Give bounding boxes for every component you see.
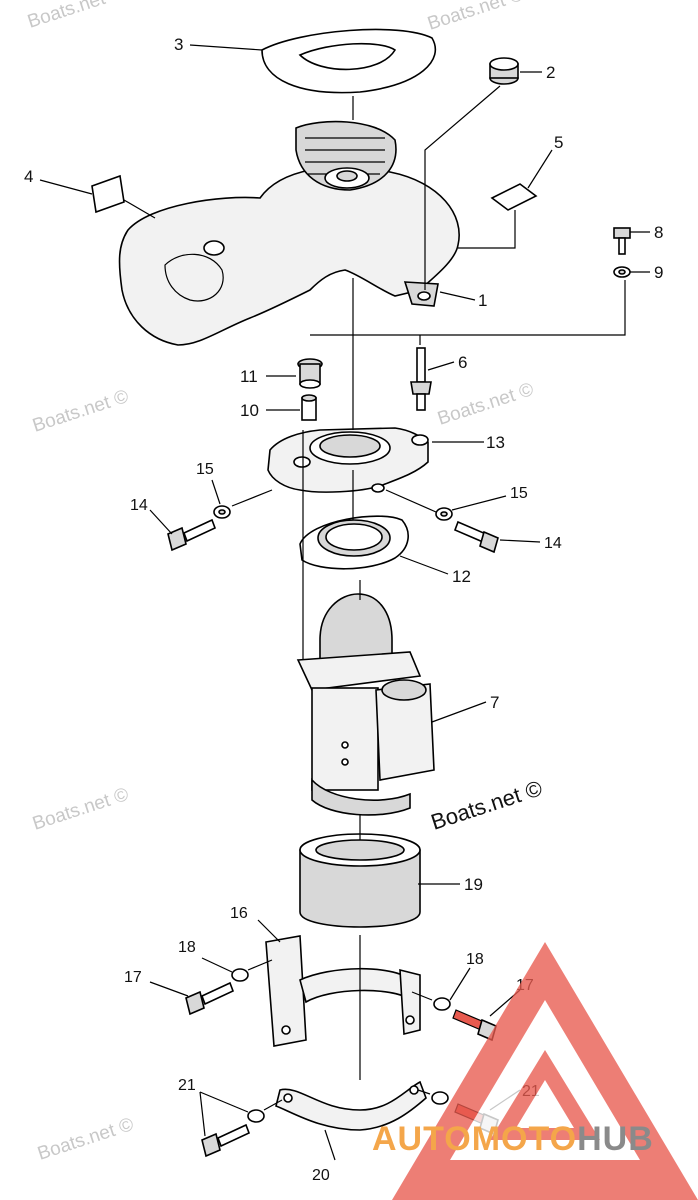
callout-10: 10 [240,401,259,420]
callout-20: 20 [312,1167,330,1184]
part-20-strap [275,1080,427,1131]
credit-text: Boats.net © [428,775,545,834]
watermark: Boats.net © [30,386,131,437]
part-17-bolt-right [452,1009,497,1042]
watermark: Boats.net © [25,0,126,33]
part-14-bolt-left [167,518,217,552]
callout-15-left: 15 [196,461,214,478]
logo-text-moto: MOTO [472,1120,577,1158]
part-21-bolt-left [201,1123,251,1158]
part-5-decal [490,183,538,211]
part-21-washer-right [431,1091,449,1105]
part-13-bracket [267,427,429,493]
part-2-grommet [489,57,519,85]
callout-17-left: 17 [124,969,142,986]
watermark: Boats.net © [30,784,131,835]
callout-1: 1 [478,291,487,310]
callout-8: 8 [654,223,663,242]
part-4-decal [91,174,125,214]
part-11-bushing [297,358,323,389]
callout-2: 2 [546,63,555,82]
part-18-washer-right [433,997,451,1011]
part-17-bolt-left [185,981,235,1016]
part-12-gasket [299,515,409,570]
assembly-lines [123,85,626,1111]
callout-7: 7 [490,693,499,712]
part-15-washer-left [213,505,231,519]
callout-15-right: 15 [510,485,528,502]
watermark: Boats.net © [435,379,536,430]
part-19-collar [299,833,421,928]
logo-text-hub: HUB [577,1120,654,1158]
part-10-sleeve [301,394,317,421]
svg-text:AUTOMOTOHUB: AUTOMOTOHUB [372,1120,654,1158]
callout-21-left: 21 [178,1077,196,1094]
part-3-decal [261,28,437,94]
logo-text-auto: AUTO [372,1120,472,1158]
part-9-washer [613,266,631,278]
callout-18-right: 18 [466,951,484,968]
callout-18-left: 18 [178,939,196,956]
part-16-strap [265,935,421,1047]
callout-14-right: 14 [544,535,562,552]
callout-3: 3 [174,35,183,54]
part-18-washer-left [231,968,249,982]
callout-13: 13 [486,433,505,452]
callout-9: 9 [654,263,663,282]
part-1-cover [118,120,460,346]
callout-5: 5 [554,133,563,152]
part-7-starter-motor [296,593,435,816]
callout-12: 12 [452,567,471,586]
callout-6: 6 [458,353,467,372]
callout-16: 16 [230,905,248,922]
callout-14-left: 14 [130,497,148,514]
watermark: Boats.net © [425,0,526,35]
part-6-stud [410,347,432,411]
part-14-bolt-right [453,520,499,554]
part-15-washer-right [435,507,453,521]
callout-19: 19 [464,875,483,894]
part-8-bolt [613,227,631,255]
callout-11: 11 [240,367,258,386]
part-21-washer-left [247,1109,265,1123]
watermark: Boats.net © [35,1114,136,1165]
callout-4: 4 [24,167,33,186]
automotohub-logo [392,942,698,1200]
